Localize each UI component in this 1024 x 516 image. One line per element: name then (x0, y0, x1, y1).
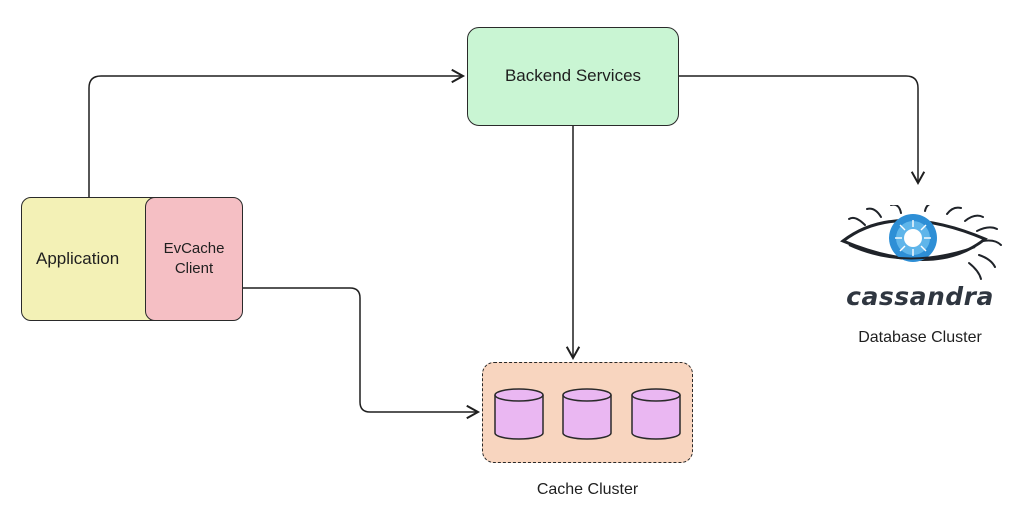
backend-services-box: Backend Services (467, 27, 679, 126)
application-label: Application (36, 248, 120, 268)
database-cylinder-icon (562, 388, 612, 440)
cassandra-eye-icon (840, 202, 1002, 280)
evcache-to-cache-arrow (243, 287, 481, 420)
backend-to-database-arrow (679, 75, 926, 186)
app-to-backend-arrow (88, 68, 466, 197)
evcache-client-box: EvCache Client (145, 197, 243, 321)
database-cluster-caption: Database Cluster (858, 329, 982, 346)
cassandra-logo: cassandra (835, 202, 1005, 315)
evcache-label-line2: Client (174, 260, 214, 277)
database-cylinder-icon (631, 388, 681, 440)
cache-nodes (494, 388, 681, 440)
database-cylinder-icon (494, 388, 544, 440)
cassandra-wordmark: cassandra (846, 282, 994, 311)
cache-cluster-box (482, 362, 693, 463)
cache-cluster-caption: Cache Cluster (536, 481, 639, 498)
backend-services-label: Backend Services (504, 66, 642, 86)
evcache-label-line1: EvCache (163, 239, 225, 257)
